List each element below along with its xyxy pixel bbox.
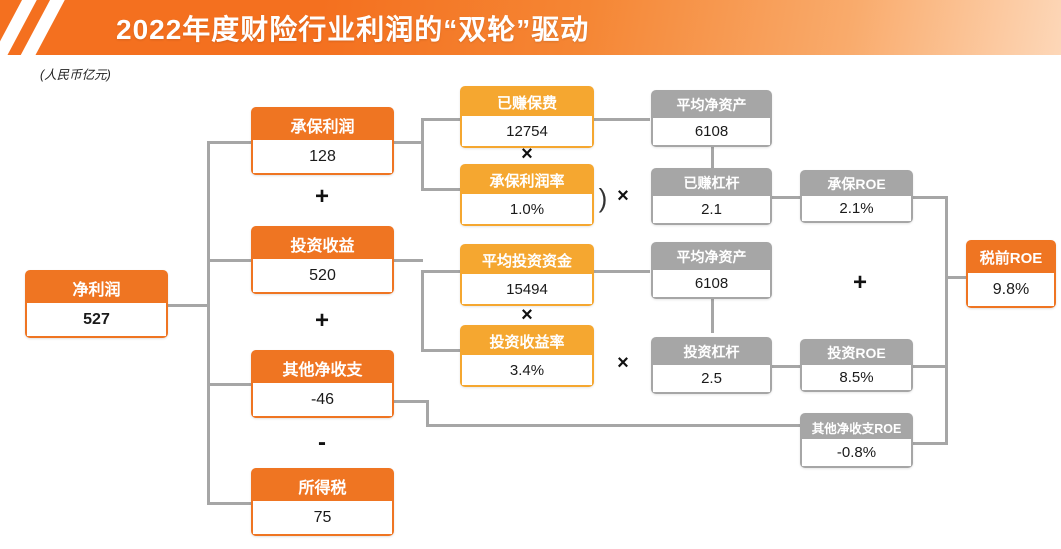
connector <box>393 259 423 262</box>
connector <box>945 196 948 445</box>
node-invest-leverage-label: 投资杠杆 <box>653 339 770 365</box>
node-invest-yield-label: 投资收益率 <box>462 327 592 355</box>
connector <box>594 270 650 273</box>
node-avg-equity-top-value: 6108 <box>653 118 770 145</box>
node-earned-premium-label: 已赚保费 <box>462 88 592 116</box>
node-invest-roe-value: 8.5% <box>802 365 911 390</box>
connector <box>421 118 461 121</box>
node-pretax-roe-label: 税前ROE <box>968 242 1054 273</box>
connector <box>393 400 428 403</box>
node-uw-margin-value: 1.0% <box>462 194 592 224</box>
operator-times: × <box>617 352 629 374</box>
node-uw-roe[interactable]: 承保ROE 2.1% <box>800 170 913 223</box>
node-avg-invest-fund-value: 15494 <box>462 274 592 304</box>
operator-plus: + <box>314 183 329 210</box>
connector <box>421 188 461 191</box>
connector <box>168 304 210 307</box>
node-avg-equity-bottom[interactable]: 平均净资产 6108 <box>651 242 772 299</box>
node-invest-leverage[interactable]: 投资杠杆 2.5 <box>651 337 772 394</box>
connector <box>207 259 252 262</box>
connector <box>207 502 252 505</box>
node-uw-roe-value: 2.1% <box>802 196 911 221</box>
connector <box>594 118 650 121</box>
connector <box>912 196 948 199</box>
node-investment-income-label: 投资收益 <box>253 228 392 259</box>
node-other-net[interactable]: 其他净收支 -46 <box>251 350 394 418</box>
node-avg-equity-top[interactable]: 平均净资产 6108 <box>651 90 772 147</box>
node-uw-margin[interactable]: 承保利润率 1.0% <box>460 164 594 226</box>
connector <box>711 298 714 333</box>
connector <box>772 365 800 368</box>
connector <box>711 146 714 181</box>
node-net-profit-value: 527 <box>27 303 166 336</box>
connector <box>421 118 424 190</box>
operator-times: × <box>521 143 533 165</box>
node-earned-premium[interactable]: 已赚保费 12754 <box>460 86 594 148</box>
node-underwriting-profit[interactable]: 承保利润 128 <box>251 107 394 175</box>
node-earned-leverage-value: 2.1 <box>653 196 770 223</box>
operator-minus: - <box>318 429 326 456</box>
node-other-net-value: -46 <box>253 383 392 416</box>
node-investment-income[interactable]: 投资收益 520 <box>251 226 394 294</box>
node-pretax-roe[interactable]: 税前ROE 9.8% <box>966 240 1056 308</box>
node-invest-yield[interactable]: 投资收益率 3.4% <box>460 325 594 387</box>
node-uw-roe-label: 承保ROE <box>802 172 911 196</box>
connector <box>393 141 423 144</box>
node-investment-income-value: 520 <box>253 259 392 292</box>
connector <box>207 383 252 386</box>
connector <box>207 141 210 505</box>
node-underwriting-profit-label: 承保利润 <box>253 109 392 140</box>
connector <box>772 196 800 199</box>
node-underwriting-profit-value: 128 <box>253 140 392 173</box>
operator-plus: + <box>314 307 329 334</box>
operator-paren-close: ) <box>598 183 608 213</box>
operator-times: × <box>521 304 533 326</box>
node-avg-equity-bottom-value: 6108 <box>653 270 770 297</box>
connector <box>912 442 948 445</box>
node-uw-margin-label: 承保利润率 <box>462 166 592 194</box>
node-other-roe-label: 其他净收支ROE <box>802 415 911 439</box>
operator-plus: + <box>852 269 867 296</box>
node-avg-equity-top-label: 平均净资产 <box>653 92 770 118</box>
node-invest-roe-label: 投资ROE <box>802 341 911 365</box>
node-invest-yield-value: 3.4% <box>462 355 592 385</box>
connector <box>945 276 969 279</box>
node-income-tax[interactable]: 所得税 75 <box>251 468 394 536</box>
node-avg-invest-fund-label: 平均投资资金 <box>462 246 592 274</box>
node-income-tax-value: 75 <box>253 501 392 534</box>
page-title: 2022年度财险行业利润的“双轮”驱动 <box>116 14 590 45</box>
connector <box>421 349 461 352</box>
node-earned-premium-value: 12754 <box>462 116 592 146</box>
unit-note: (人民币亿元) <box>40 68 111 82</box>
connector <box>421 270 461 273</box>
node-invest-leverage-value: 2.5 <box>653 365 770 392</box>
connector <box>426 400 429 427</box>
node-pretax-roe-value: 9.8% <box>968 273 1054 306</box>
node-other-net-label: 其他净收支 <box>253 352 392 383</box>
node-other-roe-value: -0.8% <box>802 439 911 466</box>
slide-header: 2022年度财险行业利润的“双轮”驱动 <box>0 0 1061 55</box>
node-net-profit[interactable]: 净利润 527 <box>25 270 168 338</box>
connector <box>912 365 948 368</box>
connector <box>207 141 252 144</box>
connector <box>421 270 424 352</box>
node-earned-leverage[interactable]: 已赚杠杆 2.1 <box>651 168 772 225</box>
connector <box>426 424 802 427</box>
node-avg-invest-fund[interactable]: 平均投资资金 15494 <box>460 244 594 306</box>
node-earned-leverage-label: 已赚杠杆 <box>653 170 770 196</box>
operator-times: × <box>617 185 629 207</box>
node-avg-equity-bottom-label: 平均净资产 <box>653 244 770 270</box>
node-invest-roe[interactable]: 投资ROE 8.5% <box>800 339 913 392</box>
node-income-tax-label: 所得税 <box>253 470 392 501</box>
node-other-roe[interactable]: 其他净收支ROE -0.8% <box>800 413 913 468</box>
node-net-profit-label: 净利润 <box>27 272 166 303</box>
